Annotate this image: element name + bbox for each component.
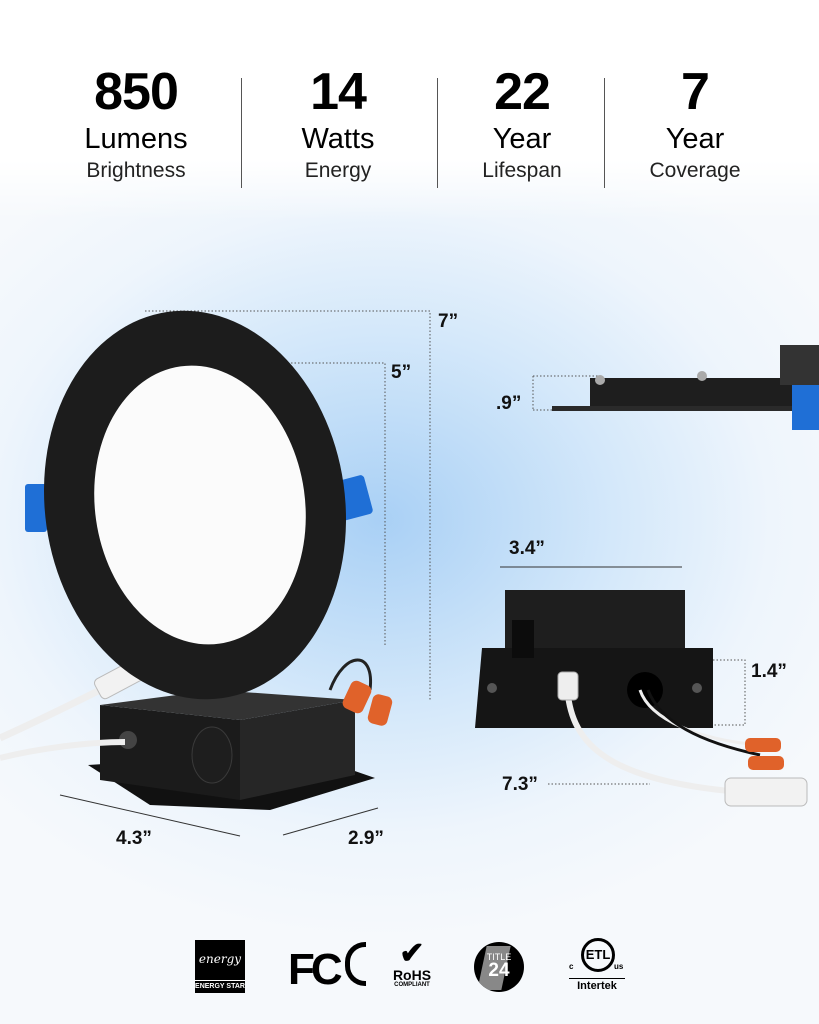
dimension-lines <box>59 566 682 837</box>
dim-box-length: 4.3” <box>116 828 152 849</box>
top-band <box>0 0 819 160</box>
etl-brand: Intertek <box>569 978 625 992</box>
title24-num: 24 <box>488 960 510 981</box>
junction-box <box>88 690 375 810</box>
rohs-text: RoHS <box>392 967 432 983</box>
dim-box-height: 1.4” <box>751 661 787 682</box>
divider <box>241 78 242 188</box>
energy-star-text: ENERGY STAR <box>195 980 245 990</box>
stat-label: Lifespan <box>482 159 562 182</box>
stat-value: 14 <box>310 63 367 121</box>
dim-box-depth: 2.9” <box>348 828 384 849</box>
stat-value: 22 <box>494 63 551 121</box>
stat-lifespan: 22 Year Lifespan <box>432 62 612 186</box>
rohs-sub: COMPLIANT <box>394 982 430 988</box>
top-fade <box>0 160 819 220</box>
etl-us: us <box>614 962 624 971</box>
dim-inner-diameter: 5” <box>391 362 412 383</box>
dim-box-width: 3.4” <box>509 538 545 559</box>
cable <box>564 684 741 795</box>
wire-nut <box>745 738 784 770</box>
divider <box>437 78 438 188</box>
cable <box>0 739 126 761</box>
stat-coverage: 7 Year Coverage <box>605 62 785 186</box>
stat-unit: Year <box>665 123 725 155</box>
stat-label: Brightness <box>86 159 186 182</box>
energy-script: energy <box>198 952 242 966</box>
dim-outer-diameter: 7” <box>438 311 459 332</box>
stat-unit: Watts <box>301 123 375 155</box>
rohs-logo: ✔ RoHS COMPLIANT <box>388 937 436 989</box>
connector <box>724 777 808 807</box>
fcc-c-mark <box>344 942 366 986</box>
stat-energy: 14 Watts Energy <box>248 62 428 186</box>
stat-value: 850 <box>94 63 179 121</box>
junction-box-front <box>475 590 713 728</box>
cable <box>0 668 132 742</box>
stat-label: Coverage <box>649 159 741 182</box>
fcc-text: FC <box>288 945 343 994</box>
fcc-logo: FC <box>288 942 366 994</box>
stat-label: Energy <box>304 159 372 182</box>
check-icon: ✔ <box>399 937 425 970</box>
side-profile <box>552 345 819 430</box>
etl-c: c <box>569 962 574 971</box>
stat-value: 7 <box>681 63 710 121</box>
stat-brightness: 850 Lumens Brightness <box>46 62 226 186</box>
dim-cable-length: 7.3” <box>502 774 538 795</box>
stat-unit: Lumens <box>84 123 188 155</box>
energy-star-logo: energy ENERGY STAR <box>195 940 245 993</box>
title24-top: TITLE <box>486 952 512 962</box>
stat-unit: Year <box>492 123 552 155</box>
divider <box>604 78 605 188</box>
dim-thickness: .9” <box>496 393 522 414</box>
wire-nut <box>342 680 393 726</box>
lens <box>94 365 306 645</box>
title24-logo: TITLE 24 <box>474 942 524 992</box>
